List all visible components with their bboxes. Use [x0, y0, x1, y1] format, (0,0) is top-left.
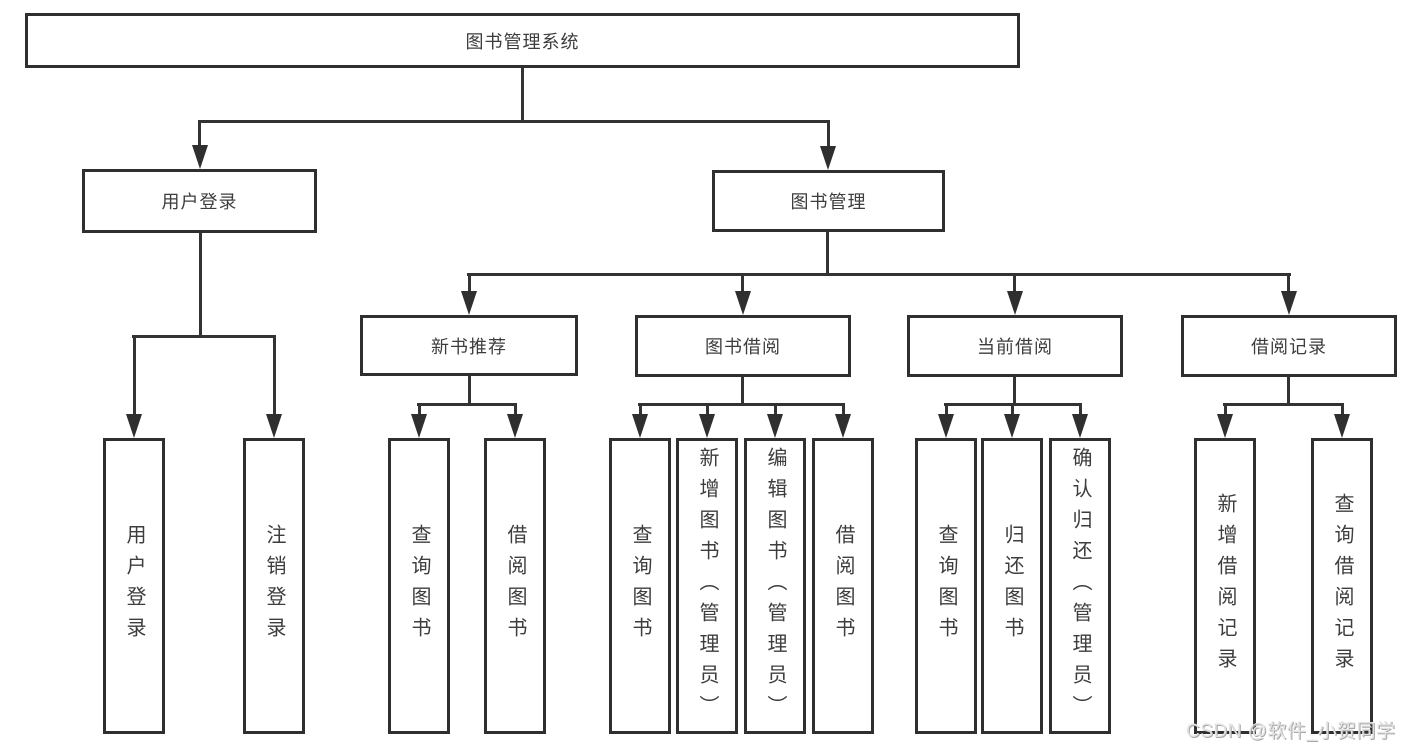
connector-currentborrow-drop-2: [1011, 403, 1014, 417]
leaf-logout: 注销登录: [243, 438, 305, 734]
arrow-to-book-borrow: [735, 291, 751, 315]
connector-currentborrow-drop-1: [945, 403, 948, 417]
leaf-borrowrecords-query-record: 查询借阅记录: [1311, 438, 1373, 734]
arrow-to-current-borrow: [1007, 291, 1023, 315]
leaf-bookborrow-query-books: 查询图书: [609, 438, 671, 734]
leaf-currentborrow-return-books: 归还图书: [981, 438, 1043, 734]
arrow-to-book-management: [820, 146, 836, 170]
connector-bookmgmt-drop-2: [741, 273, 744, 293]
connector-bookborrow-drop-3: [774, 403, 777, 417]
arrow-bookborrow-leaf-4: [835, 414, 851, 438]
arrow-currentborrow-leaf-2: [1004, 414, 1020, 438]
connector-userlogin-stem: [199, 233, 202, 335]
connector-currentborrow-drop-3: [1079, 403, 1082, 417]
arrow-to-new-book-recommend: [461, 291, 477, 315]
connector-newbook-stem: [468, 376, 471, 406]
connector-bookmgmt-drop-4: [1287, 273, 1290, 293]
connector-root-stem: [521, 68, 524, 123]
connector-userlogin-drop-1: [133, 335, 136, 416]
arrow-bookborrow-leaf-3: [767, 414, 783, 438]
arrow-borrowrecords-leaf-1: [1217, 414, 1233, 438]
arrow-bookborrow-leaf-2: [699, 414, 715, 438]
connector-newbook-drop-1: [418, 403, 421, 417]
connector-bookborrow-hbar: [638, 403, 845, 406]
leaf-newbook-query-books: 查询图书: [388, 438, 450, 734]
connector-bookmgmt-stem: [826, 232, 829, 273]
arrow-bookborrow-leaf-1: [632, 414, 648, 438]
arrow-currentborrow-leaf-1: [938, 414, 954, 438]
node-library-management-system: 图书管理系统: [25, 13, 1020, 68]
arrow-newbook-leaf-1: [411, 414, 427, 438]
connector-borrowrecords-drop-1: [1224, 403, 1227, 417]
node-user-login: 用户登录: [82, 169, 317, 233]
arrow-currentborrow-leaf-3: [1072, 414, 1088, 438]
arrow-to-leaf-logout: [266, 414, 282, 438]
connector-bookmgmt-drop-1: [468, 273, 471, 293]
leaf-currentborrow-query-books: 查询图书: [915, 438, 977, 734]
connector-borrowrecords-stem: [1287, 377, 1290, 406]
leaf-borrowrecords-add-record: 新增借阅记录: [1194, 438, 1256, 734]
connector-root-drop-left: [198, 120, 201, 148]
connector-bookborrow-stem: [741, 377, 744, 406]
arrow-to-borrow-records: [1281, 291, 1297, 315]
connector-root-hbar: [198, 120, 830, 123]
connector-userlogin-drop-2: [273, 335, 276, 416]
node-borrow-records: 借阅记录: [1181, 315, 1397, 377]
connector-bookmgmt-hbar: [467, 273, 1291, 276]
leaf-currentborrow-confirm-return-admin: 确认归还（管理员）: [1049, 438, 1111, 734]
leaf-user-login: 用户登录: [103, 438, 165, 734]
leaf-bookborrow-edit-books-admin: 编辑图书（管理员）: [744, 438, 806, 734]
leaf-bookborrow-borrow-books: 借阅图书: [812, 438, 874, 734]
connector-borrowrecords-drop-2: [1341, 403, 1344, 417]
leaf-bookborrow-add-books-admin: 新增图书（管理员）: [676, 438, 738, 734]
node-new-book-recommend: 新书推荐: [360, 315, 578, 376]
node-current-borrow: 当前借阅: [907, 315, 1123, 377]
connector-currentborrow-stem: [1013, 377, 1016, 406]
arrow-to-leaf-user-login: [126, 414, 142, 438]
node-book-management: 图书管理: [712, 170, 945, 232]
connector-bookborrow-drop-4: [842, 403, 845, 417]
connector-newbook-drop-2: [514, 403, 517, 417]
connector-userlogin-hbar: [132, 335, 276, 338]
node-book-borrow: 图书借阅: [635, 315, 851, 377]
arrow-borrowrecords-leaf-2: [1334, 414, 1350, 438]
connector-borrowrecords-hbar: [1223, 403, 1344, 406]
arrow-newbook-leaf-2: [507, 414, 523, 438]
leaf-newbook-borrow-books: 借阅图书: [484, 438, 546, 734]
csdn-watermark: CSDN @软件_小贺同学: [1186, 721, 1396, 742]
arrow-to-user-login: [192, 145, 208, 169]
connector-bookborrow-drop-1: [639, 403, 642, 417]
connector-root-drop-right: [827, 120, 830, 148]
connector-bookmgmt-drop-3: [1013, 273, 1016, 293]
connector-bookborrow-drop-2: [706, 403, 709, 417]
connector-newbook-hbar: [417, 403, 517, 406]
